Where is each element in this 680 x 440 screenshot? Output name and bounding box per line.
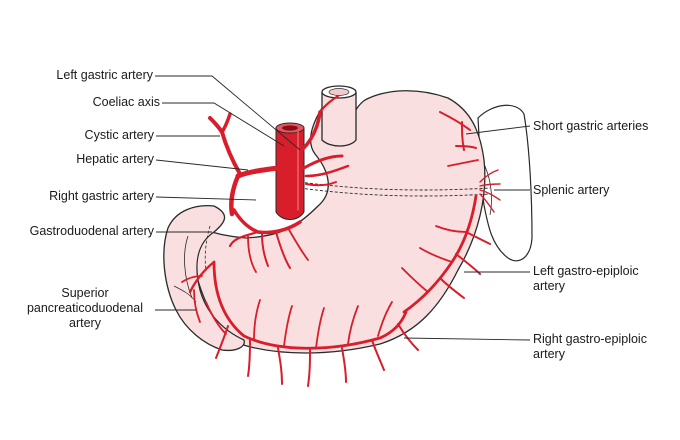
label-right-ge-line-1: Right gastro-epiploic	[533, 332, 647, 346]
duodenum	[163, 204, 245, 352]
short-gastric-artery	[455, 145, 477, 149]
splenic-hilum-branch	[479, 183, 501, 187]
left-gastric-branch	[318, 94, 340, 114]
gastroduodenal-dashed-course	[204, 225, 211, 271]
leader-lines	[155, 75, 531, 341]
short-gastric-artery	[447, 159, 479, 167]
leader-coeliac	[162, 102, 285, 147]
left-ge-branch	[439, 277, 465, 299]
leader-right-gastric	[155, 196, 257, 201]
label-cystic-artery: Cystic artery	[84, 128, 154, 142]
label-right-gastro-epiploic-artery: Right gastro-epiploic artery	[533, 332, 647, 362]
label-superior-pd-line-2: pancreaticoduodenal	[26, 301, 144, 315]
arteries	[181, 94, 501, 387]
splenic-artery-dashed-course	[299, 187, 491, 197]
label-right-gastric-artery: Right gastric artery	[49, 189, 154, 203]
leader-right-ge	[403, 337, 531, 341]
label-short-gastric-arteries: Short gastric arteries	[533, 119, 649, 133]
coeliac-axis-lumen	[282, 125, 298, 131]
lesser-branch	[261, 233, 269, 267]
leader-left-gastric	[155, 75, 301, 151]
label-left-ge-line-2: artery	[533, 279, 565, 293]
label-coeliac-axis: Coeliac axis	[92, 95, 160, 109]
right-ge-branch-down	[341, 347, 347, 383]
right-ge-branch-up	[377, 301, 393, 337]
gastroduodenal-artery	[229, 173, 241, 217]
leader-hepatic	[155, 159, 249, 171]
short-gastric-artery	[461, 121, 465, 151]
left-gastric-branch	[304, 164, 350, 178]
left-gastric-branch	[305, 181, 337, 187]
short-gastric-artery	[439, 111, 471, 131]
label-left-ge-line-1: Left gastro-epiploic	[533, 264, 639, 278]
splenic-hilum-branch	[479, 189, 501, 201]
right-ge-branch-up	[315, 307, 325, 349]
label-superior-pancreaticoduodenal-artery: Superior pancreaticoduodenal artery	[18, 286, 152, 331]
left-ge-branch	[455, 253, 481, 275]
splenic-hilum-branch	[479, 193, 495, 213]
cystic-artery-branch	[220, 112, 232, 134]
label-left-gastro-epiploic-artery: Left gastro-epiploic artery	[533, 264, 639, 294]
label-superior-pd-line-3: artery	[69, 316, 101, 330]
splenic-hilum-branch	[479, 169, 499, 183]
spleen	[477, 104, 533, 262]
lesser-curve-arcade	[228, 230, 260, 248]
right-ge-branch-up	[347, 305, 359, 345]
right-ge-branch-up	[253, 299, 261, 341]
label-right-ge-line-2: artery	[533, 347, 565, 361]
leader-short-gastric	[465, 125, 531, 135]
left-ge-branch	[401, 267, 429, 293]
superior-pd-branch	[193, 289, 201, 323]
label-left-gastric-artery: Left gastric artery	[56, 68, 153, 82]
left-gastric-branch	[302, 154, 344, 170]
lesser-branch	[287, 227, 309, 261]
left-gastric-artery	[300, 110, 322, 152]
left-ge-branch	[465, 231, 491, 245]
right-ge-branch-down	[215, 325, 229, 359]
stomach-body	[186, 90, 486, 354]
label-gastroduodenal-artery: Gastroduodenal artery	[29, 224, 154, 238]
coeliac-axis-trunk	[275, 127, 305, 220]
right-gastro-epiploic-artery	[212, 260, 408, 350]
label-splenic-artery: Splenic artery	[533, 183, 610, 197]
oesophagus	[321, 92, 357, 147]
lesser-branch	[275, 231, 291, 269]
left-ge-branch	[419, 247, 453, 263]
right-ge-branch-down	[371, 339, 385, 371]
right-ge-branch-down	[277, 347, 283, 385]
right-ge-branch-up	[283, 305, 293, 347]
superior-pd-branch	[181, 275, 203, 283]
lesser-branch	[247, 235, 257, 273]
right-ge-branch-down	[307, 349, 311, 387]
right-ge-branch-down	[247, 339, 251, 377]
oesophagus-lumen	[328, 88, 350, 96]
left-ge-branch	[435, 225, 467, 233]
superior-pd-branch	[205, 301, 227, 335]
label-superior-pd-line-1: Superior	[61, 286, 109, 300]
label-hepatic-artery: Hepatic artery	[76, 152, 154, 166]
